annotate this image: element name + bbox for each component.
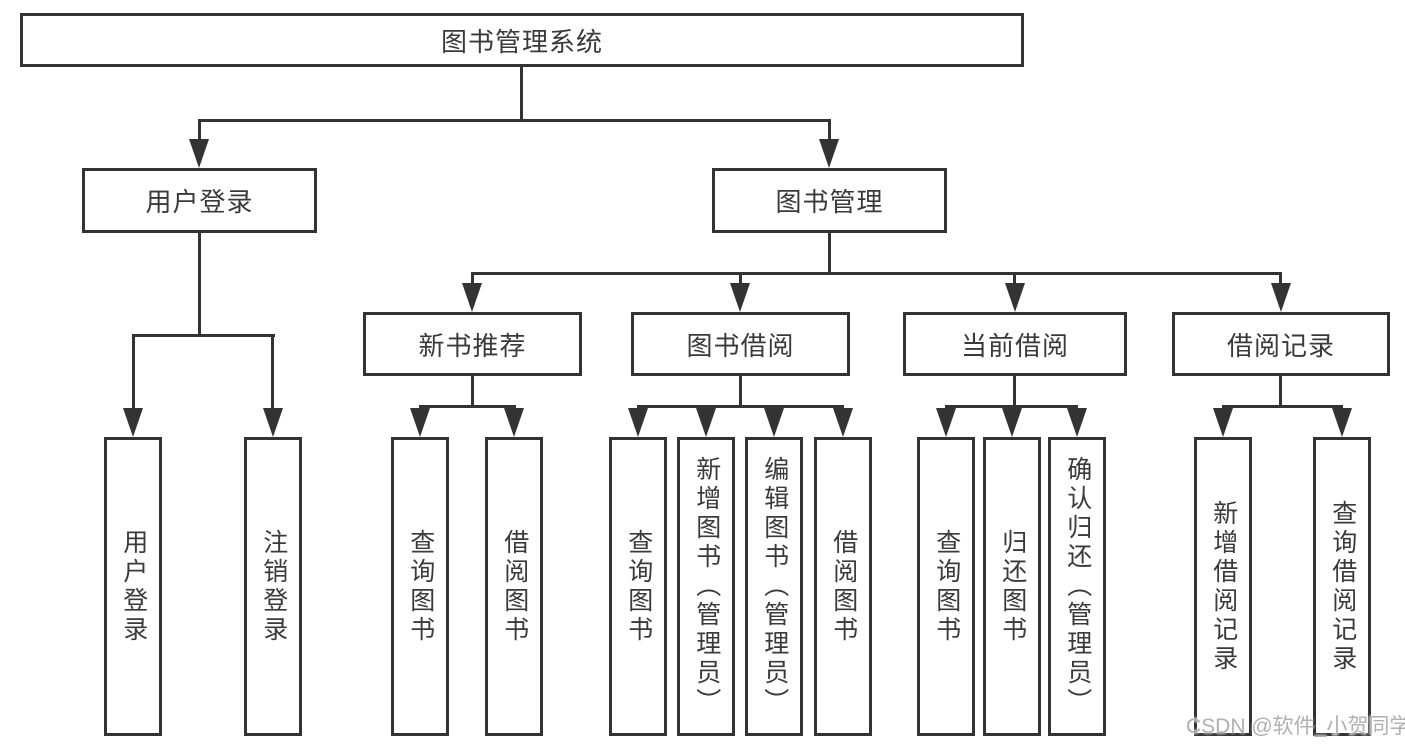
- leaf-current-return-label: 归还图书: [998, 528, 1027, 645]
- connector-new-book-stem: [471, 375, 474, 406]
- arrow-down-book-borrowing-icon: [730, 283, 750, 312]
- connector-user-login-drop: [198, 119, 201, 141]
- connector-book-borrowing-stem: [739, 375, 742, 406]
- connector-user-login-bar: [132, 334, 275, 337]
- connector-new-book-leaf-bar: [419, 405, 516, 408]
- node-book-borrowing-label: 图书借阅: [686, 330, 795, 361]
- leaf-records-query: 查询借阅记录: [1313, 437, 1371, 736]
- arrow-down-borrowing-borrow-icon: [833, 408, 853, 437]
- leaf-records-add: 新增借阅记录: [1194, 437, 1252, 736]
- arrow-down-records-query-icon: [1332, 408, 1352, 437]
- leaf-borrowing-borrow-label: 借阅图书: [829, 528, 858, 645]
- arrow-down-current-return-icon: [1002, 408, 1022, 437]
- arrow-down-book-management-icon: [819, 139, 839, 168]
- arrow-down-records-add-icon: [1213, 408, 1233, 437]
- csdn-watermark: CSDN @软件_小贺同学: [1186, 715, 1405, 738]
- leaf-current-query: 查询图书: [917, 437, 975, 736]
- leaf-user-login: 用户登录: [104, 437, 162, 736]
- connector-borrow-records-drop: [1279, 272, 1282, 285]
- arrow-down-leaf-user-login-icon: [123, 408, 143, 437]
- arrow-down-borrowing-query-icon: [628, 408, 648, 437]
- node-borrow-records-label: 借阅记录: [1226, 330, 1335, 361]
- connector-leaf-user-login-drop: [132, 334, 135, 410]
- connector-current-borrowing-drop: [1013, 272, 1016, 285]
- node-new-book-recommend-label: 新书推荐: [418, 330, 527, 361]
- node-new-book-recommend: 新书推荐: [363, 312, 582, 376]
- leaf-records-query-label: 查询借阅记录: [1328, 499, 1357, 674]
- leaf-logout: 注销登录: [244, 437, 302, 736]
- node-root: 图书管理系统: [20, 13, 1024, 67]
- connector-borrow-records-stem: [1279, 375, 1282, 406]
- node-user-login: 用户登录: [82, 168, 317, 233]
- connector-level2-bar: [471, 272, 1282, 275]
- leaf-records-add-label: 新增借阅记录: [1209, 499, 1238, 674]
- leaf-borrowing-query-label: 查询图书: [624, 528, 653, 645]
- arrow-down-newbooks-query-icon: [410, 408, 430, 437]
- leaf-current-confirm-admin-label: 确认归还（管理员）: [1063, 456, 1092, 717]
- leaf-current-return: 归还图书: [983, 437, 1041, 736]
- node-current-borrowing: 当前借阅: [903, 312, 1127, 376]
- connector-borrow-records-leaf-bar: [1222, 405, 1343, 408]
- arrow-down-user-login-icon: [189, 139, 209, 168]
- leaf-user-login-label: 用户登录: [119, 528, 148, 645]
- leaf-newbooks-borrow: 借阅图书: [485, 437, 543, 736]
- leaf-current-query-label: 查询图书: [932, 528, 961, 645]
- leaf-current-confirm-admin: 确认归还（管理员）: [1048, 437, 1106, 736]
- node-book-borrowing: 图书借阅: [631, 312, 850, 376]
- connector-book-borrowing-leaf-bar: [637, 405, 844, 408]
- connector-current-borrowing-leaf-bar: [945, 405, 1078, 408]
- leaf-borrowing-borrow: 借阅图书: [814, 437, 872, 736]
- arrow-down-current-borrowing-icon: [1005, 283, 1025, 312]
- arrow-down-borrowing-add-icon: [696, 408, 716, 437]
- leaf-borrowing-add-admin: 新增图书（管理员）: [677, 437, 735, 736]
- node-user-login-label: 用户登录: [145, 187, 254, 217]
- node-current-borrowing-label: 当前借阅: [960, 330, 1069, 361]
- arrow-down-borrowing-edit-icon: [764, 408, 784, 437]
- connector-leaf-logout-drop: [271, 334, 274, 410]
- leaf-borrowing-query: 查询图书: [609, 437, 667, 736]
- node-book-management-label: 图书管理: [775, 187, 884, 217]
- connector-book-borrowing-drop: [739, 272, 742, 285]
- connector-book-management-drop: [828, 119, 831, 141]
- arrow-down-current-query-icon: [936, 408, 956, 437]
- arrow-down-current-confirm-icon: [1067, 408, 1087, 437]
- connector-level1-bar: [198, 119, 831, 122]
- arrow-down-new-book-icon: [462, 283, 482, 312]
- connector-root-stem: [520, 67, 523, 120]
- connector-user-login-stem: [198, 233, 201, 335]
- connector-new-book-drop: [471, 272, 474, 285]
- leaf-logout-label: 注销登录: [259, 528, 288, 645]
- arrow-down-borrow-records-icon: [1271, 283, 1291, 312]
- leaf-borrowing-add-admin-label: 新增图书（管理员）: [692, 456, 721, 717]
- leaf-borrowing-edit-admin-label: 编辑图书（管理员）: [760, 456, 789, 717]
- leaf-newbooks-query-label: 查询图书: [406, 528, 435, 645]
- connector-book-management-stem: [828, 233, 831, 274]
- leaf-newbooks-borrow-label: 借阅图书: [500, 528, 529, 645]
- arrow-down-leaf-logout-icon: [263, 408, 283, 437]
- node-root-label: 图书管理系统: [440, 26, 603, 57]
- node-book-management: 图书管理: [712, 168, 947, 233]
- leaf-newbooks-query: 查询图书: [391, 437, 449, 736]
- arrow-down-newbooks-borrow-icon: [504, 408, 524, 437]
- connector-current-borrowing-stem: [1013, 375, 1016, 406]
- node-borrow-records: 借阅记录: [1172, 312, 1390, 376]
- leaf-borrowing-edit-admin: 编辑图书（管理员）: [745, 437, 803, 736]
